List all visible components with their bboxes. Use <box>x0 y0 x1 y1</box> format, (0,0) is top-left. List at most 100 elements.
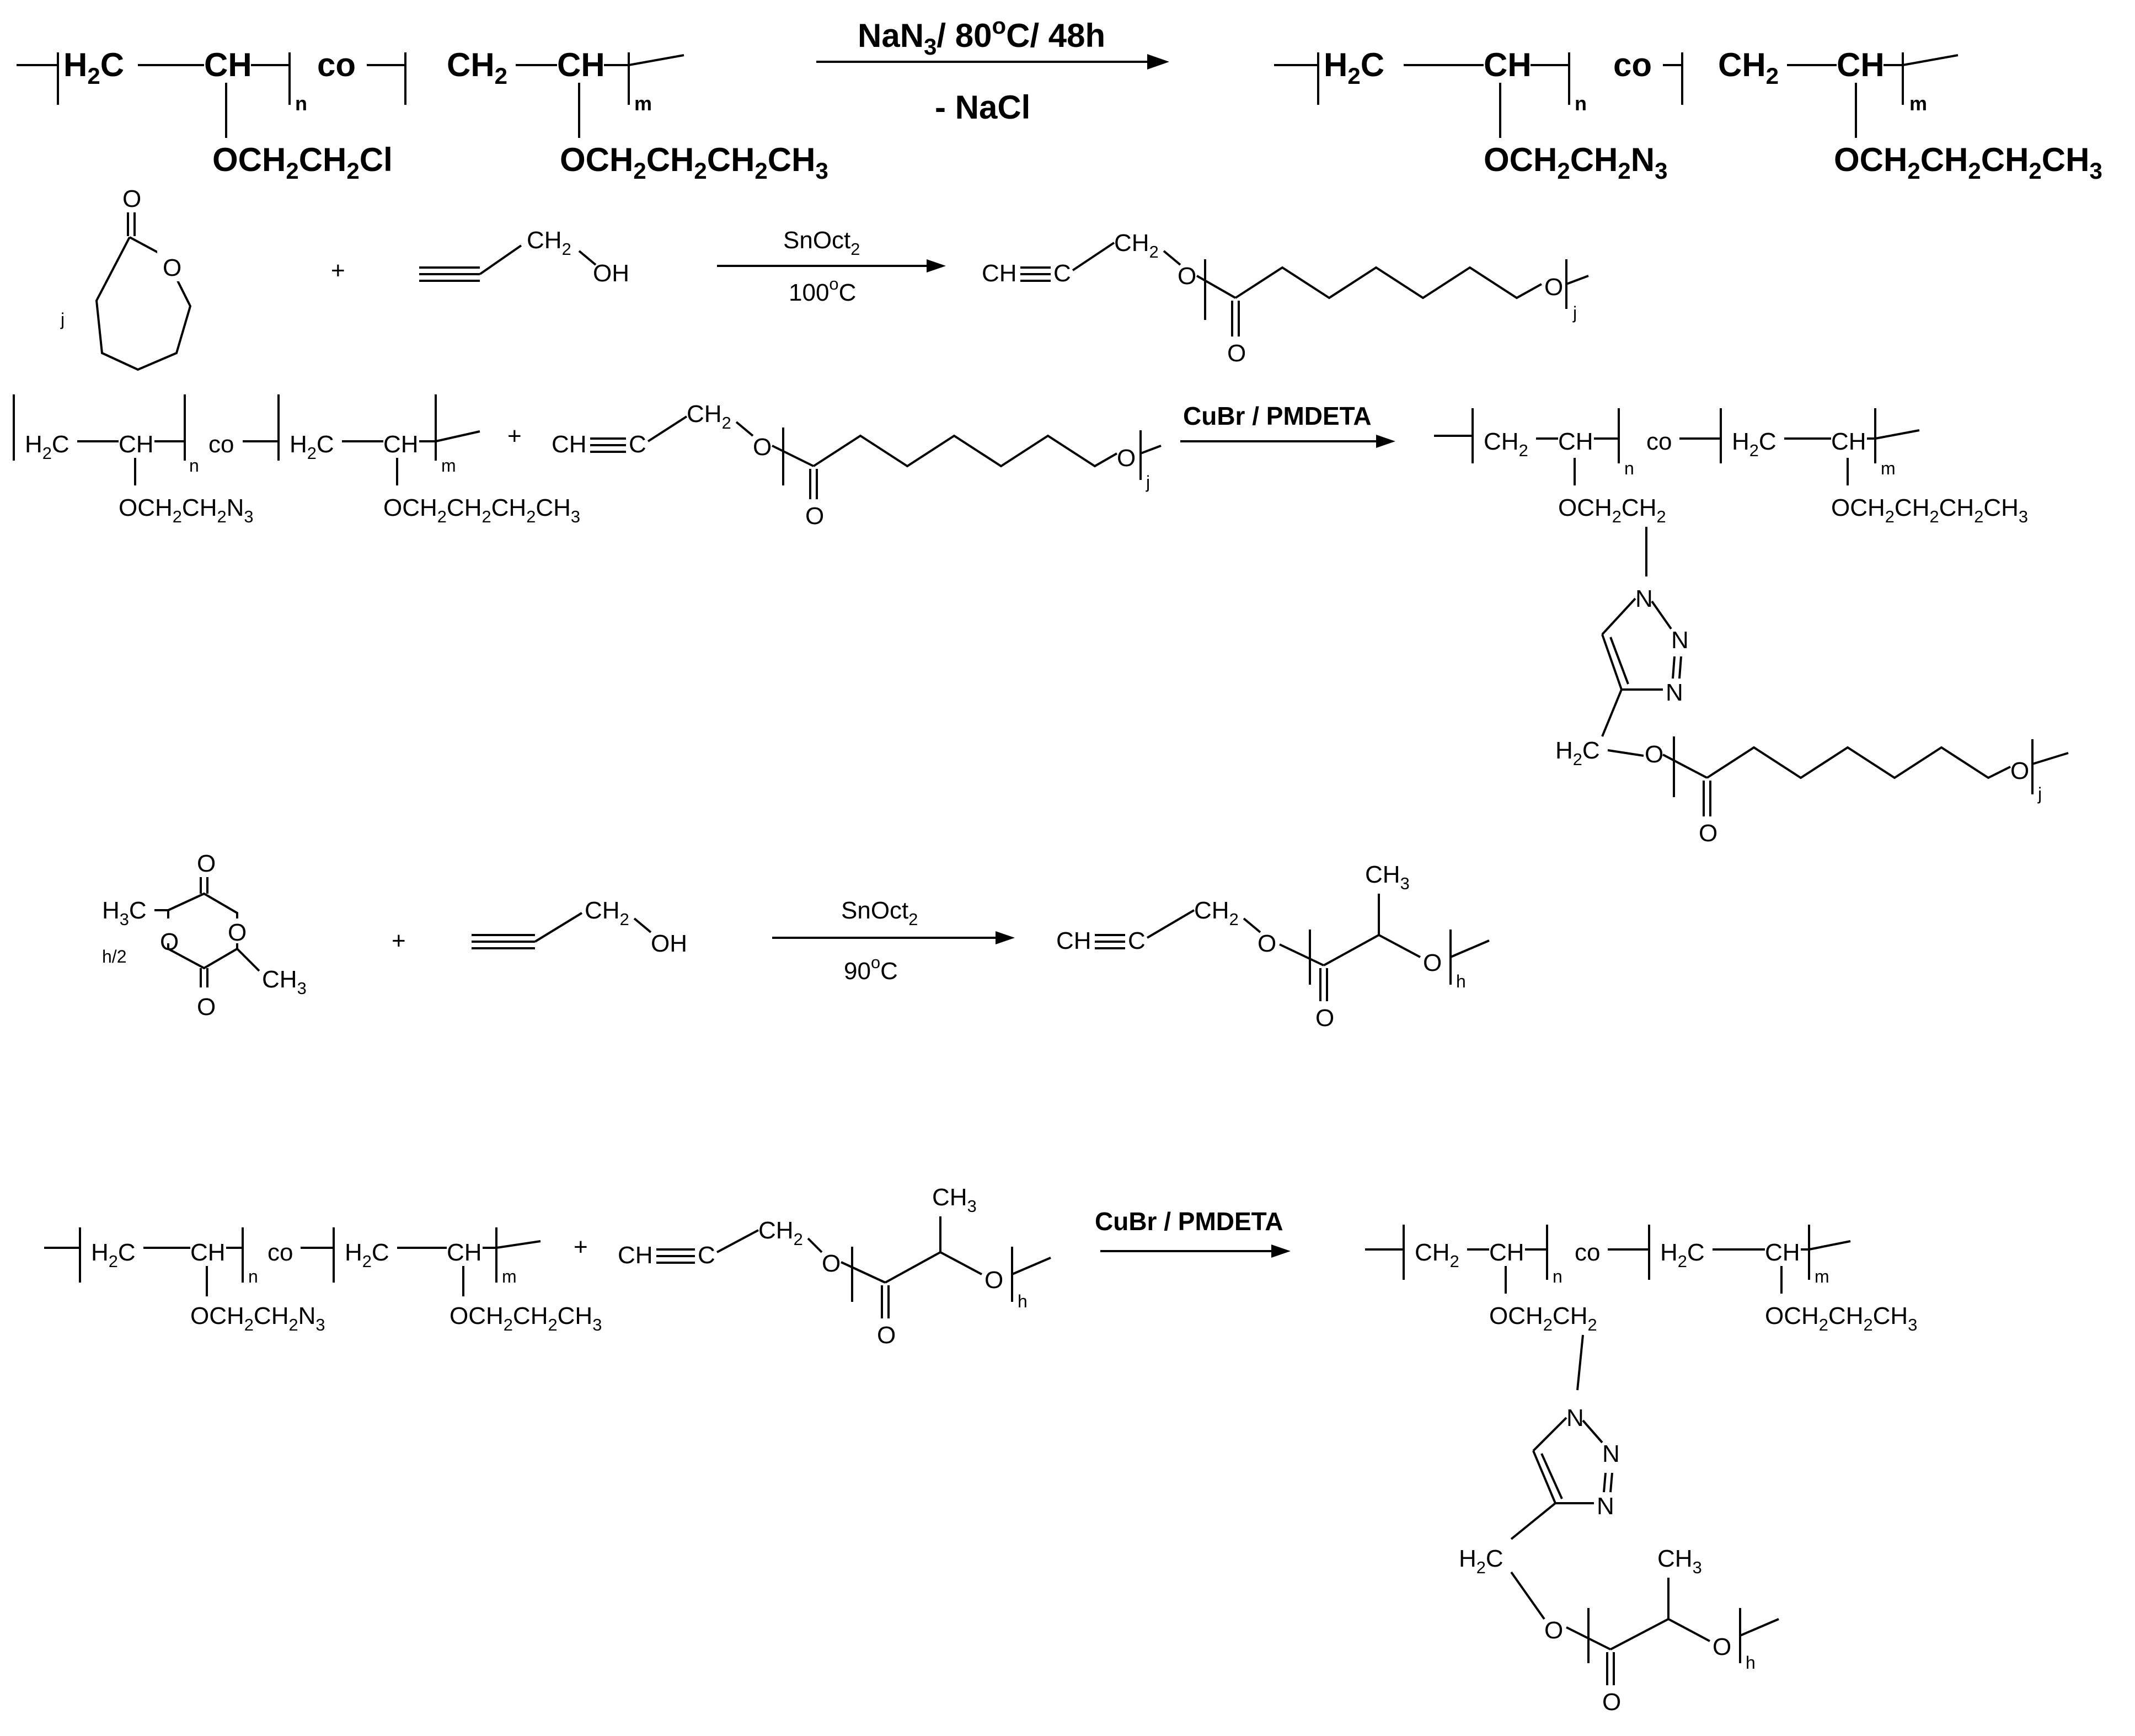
s5-sidechain1: OCH2CH2N3 <box>190 1302 325 1334</box>
s2-temp: 100oC <box>789 274 856 306</box>
s1-ch2b: CH2 <box>447 46 507 89</box>
s3p-m: m <box>1881 458 1896 478</box>
s5-pla-alkyne: CH C CH2 O CH3 O O h <box>618 1184 1051 1349</box>
s3p-chb: CH <box>1831 428 1866 455</box>
s5a-o-end: O <box>984 1267 1003 1294</box>
s1-sidechain1: OCH2CH2Cl <box>212 141 393 184</box>
s3-pcl-alkyne: CH C CH2 O O O j <box>552 400 1162 530</box>
s3p-o-carbonyl: O <box>1699 820 1717 847</box>
s5a-c: C <box>698 1242 715 1269</box>
step5-row: H2C CH n co H2C CH m OCH2CH2N3 OCH2CH2CH… <box>44 1184 1917 1716</box>
s4-o-bottom: O <box>197 993 216 1021</box>
s2-lactone-o-ring: O <box>163 254 181 281</box>
s5p-chb: CH <box>1765 1239 1800 1266</box>
s5p-ch3: CH3 <box>1657 1545 1702 1577</box>
s1p-h2c: H2C <box>1324 46 1384 89</box>
s5p-co: co <box>1575 1239 1600 1266</box>
s3a-j: j <box>1146 472 1150 492</box>
s4p-c: C <box>1128 927 1146 954</box>
s5p-o-carbonyl: O <box>1602 1689 1621 1716</box>
s4p-o-end: O <box>1423 949 1442 976</box>
s5p-triazole-n2: N <box>1602 1440 1620 1467</box>
s4-catalyst: SnOct2 <box>841 897 918 929</box>
s3a-c: C <box>629 431 646 458</box>
s5p-triazole-n3: N <box>1597 1493 1614 1520</box>
s3p-co: co <box>1646 428 1672 455</box>
s1p-chb: CH <box>1837 46 1885 83</box>
s1-co: co <box>317 46 356 83</box>
s3a-ch2: CH2 <box>687 400 731 432</box>
s3-plus: + <box>507 423 522 450</box>
s5p-h: h <box>1746 1653 1756 1673</box>
s2p-c: C <box>1053 260 1071 287</box>
lactide: H3C h/2 O O O O CH3 <box>102 850 307 1021</box>
s5-ch: CH <box>190 1239 226 1266</box>
s3p-sidechain1: OCH2CH2 <box>1558 494 1666 526</box>
step1-row: H2C CH n co CH2 CH m OCH2CH2Cl OCH2CH2CH… <box>17 13 2102 184</box>
s5a-ch2: CH2 <box>758 1217 803 1249</box>
s3a-o-carbonyl: O <box>805 503 824 530</box>
s4-temp: 90oC <box>844 953 898 985</box>
s2p-o-carbonyl: O <box>1227 340 1246 367</box>
s2p-ch: CH <box>982 260 1017 287</box>
s3-azide-polymer: H2C CH n co H2C CH m OCH2CH2N3 OCH2CH2CH… <box>13 394 580 526</box>
s3p-sidechain2: OCH2CH2CH2CH3 <box>1831 494 2028 526</box>
s3a-o-end: O <box>1117 445 1136 472</box>
s5-azide-polymer: H2C CH n co H2C CH m OCH2CH2N3 OCH2CH2CH… <box>44 1227 602 1334</box>
s1p-ch: CH <box>1484 46 1532 83</box>
s5-product: CH2 CH n co H2C CH m OCH2CH2 OCH2CH2CH3 … <box>1365 1225 1917 1716</box>
s5p-triazole-n1: N <box>1566 1404 1584 1431</box>
s5p-sidechain2: OCH2CH2CH3 <box>1765 1302 1917 1334</box>
s5a-o-ester: O <box>822 1250 841 1277</box>
s4-ch3: CH3 <box>262 966 307 998</box>
s5a-ch: CH <box>618 1242 653 1269</box>
s3a-ch: CH <box>552 431 587 458</box>
step4-arrow: SnOct2 90oC <box>772 897 1015 985</box>
s4-o-right: O <box>228 919 247 946</box>
s3p-o-end: O <box>2010 757 2029 784</box>
s1p-m: m <box>1909 92 1927 115</box>
s1p-sidechain1: OCH2CH2N3 <box>1484 141 1667 184</box>
s1p-sidechain2: OCH2CH2CH2CH3 <box>1834 141 2102 184</box>
s4p-ch2: CH2 <box>1194 897 1239 929</box>
s3-catalyst: CuBr / PMDETA <box>1183 402 1372 430</box>
s4-propargyl-alcohol: CH2 OH <box>472 897 687 957</box>
s5p-h2c-link: H2C <box>1459 1545 1503 1577</box>
s3p-h2c: H2C <box>1732 428 1777 460</box>
s4p-o-carbonyl: O <box>1315 1005 1334 1032</box>
s5-sidechain2: OCH2CH2CH3 <box>450 1302 602 1334</box>
s3p-n: n <box>1624 458 1634 478</box>
step1-arrow: NaN3/ 80oC/ 48h - NaCl <box>816 13 1169 126</box>
s5p-ch: CH <box>1489 1239 1524 1266</box>
s4p-o-ester: O <box>1258 930 1276 957</box>
s3-sidechain2: OCH2CH2CH2CH3 <box>383 494 580 526</box>
s2-lactone-o-carbonyl: O <box>122 185 141 212</box>
s5-catalyst: CuBr / PMDETA <box>1095 1207 1283 1236</box>
s2p-ch2: CH2 <box>1114 229 1159 261</box>
step1-product: H2C CH n co CH2 CH m OCH2CH2N3 OCH2CH2CH… <box>1274 46 2102 184</box>
step1-reactant: H2C CH n co CH2 CH m OCH2CH2Cl OCH2CH2CH… <box>17 46 828 184</box>
s4-o-left: O <box>160 928 179 955</box>
s1-chb: CH <box>557 46 605 83</box>
s1p-ch2b: CH2 <box>1718 46 1779 89</box>
s3-ch2: CH <box>383 431 419 458</box>
s4p-ch: CH <box>1056 927 1091 954</box>
s3p-triazole-n2: N <box>1671 627 1689 654</box>
s4-o-top: O <box>197 850 216 877</box>
step3-row: H2C CH n co H2C CH m OCH2CH2N3 OCH2CH2CH… <box>13 394 2069 847</box>
s3-n: n <box>189 456 199 476</box>
s2-ch2: CH2 <box>527 227 571 259</box>
s1-m: m <box>634 92 652 115</box>
s1-ch: CH <box>204 46 252 83</box>
step5-arrow: CuBr / PMDETA <box>1095 1207 1291 1258</box>
s3p-ch2: CH2 <box>1484 428 1528 460</box>
step4-row: H3C h/2 O O O O CH3 + CH2 OH <box>102 850 1490 1032</box>
s4p-h: h <box>1456 971 1466 991</box>
s5a-h: h <box>1018 1291 1028 1311</box>
s5-n: n <box>248 1267 258 1286</box>
s1p-n: n <box>1575 92 1587 115</box>
s3-h2c: H2C <box>25 431 69 463</box>
s5p-sidechain1: OCH2CH2 <box>1489 1302 1597 1334</box>
s3p-j: j <box>2037 784 2042 804</box>
